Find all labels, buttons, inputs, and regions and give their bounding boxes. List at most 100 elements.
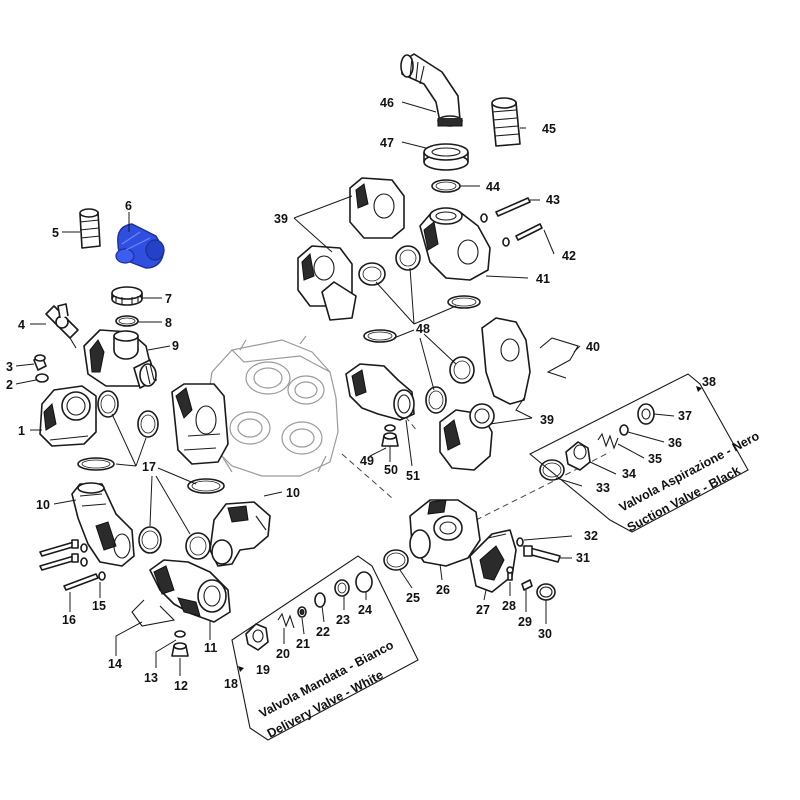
callout-42: 42 xyxy=(562,249,576,263)
part-47-nut xyxy=(423,143,469,171)
callout-47: 47 xyxy=(380,136,394,150)
callout-40: 40 xyxy=(586,340,600,354)
part-26-valve-housing xyxy=(409,499,481,567)
callout-46: 46 xyxy=(380,96,394,110)
callout-30: 30 xyxy=(538,627,552,641)
part-39-lower-head-block xyxy=(439,317,531,471)
callout-41: 41 xyxy=(536,272,550,286)
part-11-lower-manifold xyxy=(149,559,231,623)
part-21-valve-disc xyxy=(297,606,307,618)
part-39-upper-head-blocks xyxy=(297,177,405,321)
callout-8: 8 xyxy=(165,316,172,330)
part-32-washer xyxy=(516,537,524,547)
part-4-tee-fitting xyxy=(45,303,79,349)
callout-2: 2 xyxy=(6,378,13,392)
callout-3: 3 xyxy=(6,360,13,374)
part-36-valve-disc xyxy=(619,424,629,436)
part-6-elbow-highlighted xyxy=(115,223,165,269)
part-23-seat xyxy=(334,579,350,597)
part-2-washer xyxy=(35,373,49,383)
callout-25: 25 xyxy=(406,591,420,605)
callout-38: 38 xyxy=(702,375,716,389)
part-27-cover xyxy=(469,529,517,593)
callout-37: 37 xyxy=(678,409,692,423)
part-24-o-ring xyxy=(355,571,373,593)
callout-12: 12 xyxy=(174,679,188,693)
part-16-screws xyxy=(39,539,99,591)
part-22-o-ring xyxy=(314,592,326,608)
part-13-washer xyxy=(174,630,186,638)
part-48-o-rings xyxy=(358,245,481,414)
callout-5: 5 xyxy=(52,226,59,240)
part-15-washers xyxy=(80,543,106,581)
part-44-ring xyxy=(431,179,461,193)
callout-14: 14 xyxy=(108,657,122,671)
part-51-manifold xyxy=(345,363,415,421)
callout-27: 27 xyxy=(476,603,490,617)
suction-valve-label-box: Valvola Aspirazione - Nero Suction Valve… xyxy=(529,373,762,535)
part-12-plug xyxy=(171,642,189,657)
part-49-washer xyxy=(384,424,396,432)
callout-35: 35 xyxy=(648,452,662,466)
part-9-manifold-inlet xyxy=(83,329,157,389)
callout-45: 45 xyxy=(542,122,556,136)
part-41-suction-manifold xyxy=(419,207,491,281)
part-35-spring xyxy=(597,432,619,450)
callout-39-lower: 39 xyxy=(540,413,554,427)
callout-10-right: 10 xyxy=(286,486,300,500)
part-10-manifold-upper xyxy=(171,383,229,465)
callout-24: 24 xyxy=(358,603,372,617)
callout-15: 15 xyxy=(92,599,106,613)
leader-lines xyxy=(15,101,675,676)
part-34-valve-cage xyxy=(565,441,591,471)
callout-51: 51 xyxy=(406,469,420,483)
callout-9: 9 xyxy=(172,339,179,353)
part-29-screw xyxy=(521,579,533,591)
callout-1: 1 xyxy=(18,424,25,438)
callout-32: 32 xyxy=(584,529,598,543)
callout-36: 36 xyxy=(668,436,682,450)
part-1-head-block xyxy=(39,385,97,447)
callout-29: 29 xyxy=(518,615,532,629)
part-14-u-clip xyxy=(131,599,176,627)
part-25-o-ring xyxy=(383,549,409,571)
part-40-u-clip xyxy=(539,337,579,379)
callout-13: 13 xyxy=(144,671,158,685)
part-5-hose-nipple xyxy=(79,208,101,249)
callout-49: 49 xyxy=(360,454,374,468)
callout-48: 48 xyxy=(416,322,430,336)
part-3-plug xyxy=(33,354,47,371)
part-43-bolt xyxy=(480,197,531,223)
part-46-hose-elbow xyxy=(400,53,463,127)
part-50-plug xyxy=(381,432,399,447)
part-10-manifold-lower xyxy=(71,482,135,567)
part-37-valve-seat xyxy=(637,403,655,425)
callout-22: 22 xyxy=(316,625,330,639)
callout-31: 31 xyxy=(576,551,590,565)
callout-21: 21 xyxy=(296,637,310,651)
part-45-hose-nipple xyxy=(491,97,521,147)
callout-labels: 1 2 3 4 5 6 7 8 9 10 10 11 12 13 14 15 1… xyxy=(6,96,716,693)
callout-43: 43 xyxy=(546,193,560,207)
part-10-manifold-right xyxy=(209,501,271,567)
pump-body-ghost xyxy=(205,335,339,477)
callout-34: 34 xyxy=(622,467,636,481)
callout-17: 17 xyxy=(142,460,156,474)
callout-11: 11 xyxy=(204,641,217,655)
callout-50: 50 xyxy=(384,463,398,477)
part-8-o-ring xyxy=(115,315,139,327)
callout-4: 4 xyxy=(18,318,25,332)
part-20-spring xyxy=(277,612,295,629)
part-33-o-ring xyxy=(539,459,565,481)
callout-7: 7 xyxy=(165,292,172,306)
part-31-bolt xyxy=(523,545,561,563)
callout-23: 23 xyxy=(336,613,350,627)
callout-16: 16 xyxy=(62,613,76,627)
callout-33: 33 xyxy=(596,481,610,495)
callout-19: 19 xyxy=(256,663,270,677)
callout-20: 20 xyxy=(276,647,290,661)
callout-28: 28 xyxy=(502,599,516,613)
callout-44: 44 xyxy=(486,180,500,194)
part-30-cap xyxy=(536,583,556,601)
part-7-nut xyxy=(111,286,143,306)
